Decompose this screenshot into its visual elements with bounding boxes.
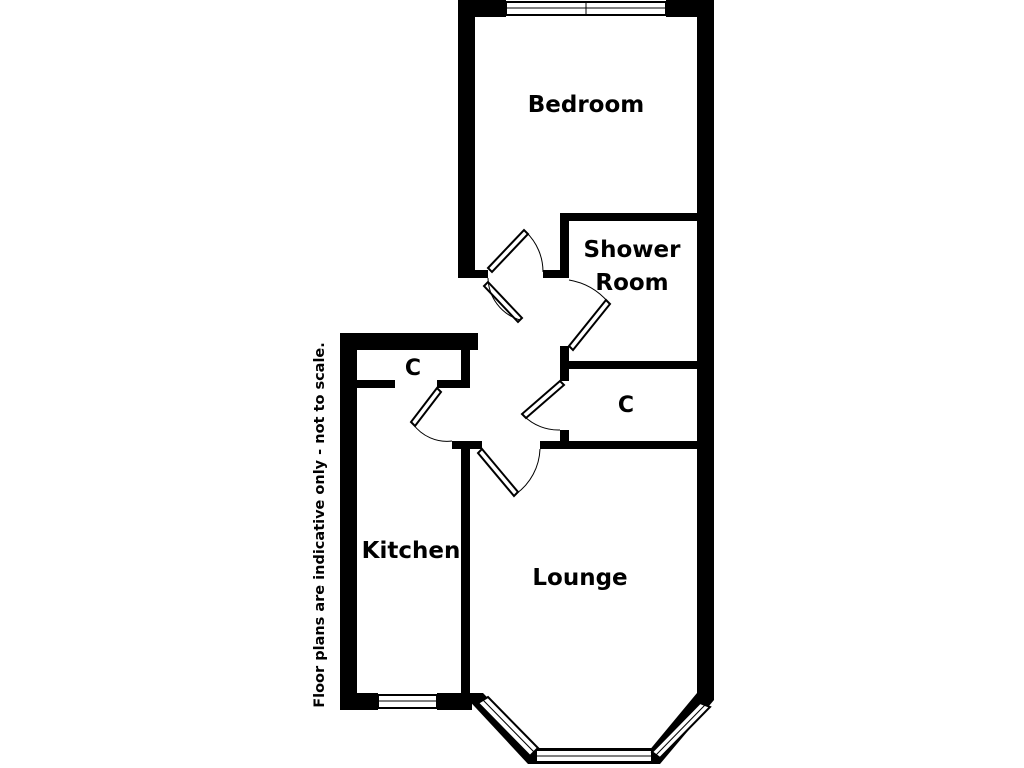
shower-left-wall-lower: [560, 346, 569, 366]
bedroom-top-wall-left: [458, 0, 506, 17]
cupboard-right-door: [520, 379, 566, 431]
kitchen-cupboard-bottom-wall-left: [357, 380, 395, 388]
room-labels: Bedroom Shower Room C C Kitchen Lounge: [362, 92, 681, 591]
bedroom-door: [482, 228, 544, 324]
lounge-bay-window-left: [476, 695, 540, 758]
kitchen-top-wall: [340, 333, 478, 350]
lounge-bay-window-right: [650, 701, 712, 760]
kitchen-cupboard-door: [409, 386, 453, 442]
kitchen-cupboard-label: C: [405, 356, 421, 381]
walls: [340, 0, 714, 764]
shower-bottom-wall: [560, 361, 700, 369]
kitchen-lounge-divider: [461, 441, 470, 693]
scale-disclaimer: Floor plans are indicative only - not to…: [312, 342, 328, 708]
bedroom-left-wall: [458, 0, 475, 278]
kitchen-bottom-wall-right: [437, 693, 472, 710]
shower-room-label-line2: Room: [595, 270, 668, 296]
lounge-label: Lounge: [532, 565, 627, 591]
lounge-top-wall-right: [540, 441, 700, 449]
bedroom-window: [505, 1, 667, 16]
kitchen-left-wall: [340, 333, 357, 710]
shower-top-wall: [560, 213, 700, 221]
shower-room-label-line1: Shower: [584, 237, 682, 263]
bedroom-label: Bedroom: [528, 92, 645, 118]
cupboard-right-left-wall: [560, 361, 569, 381]
windows: [377, 1, 712, 763]
kitchen-cupboard-right-wall: [461, 333, 470, 388]
doors: [409, 228, 612, 498]
cupboard-right-left-wall-lower: [560, 430, 569, 448]
bedroom-bottom-wall-left: [458, 270, 488, 278]
shower-room-door: [567, 279, 612, 352]
bedroom-bottom-wall-right: [543, 270, 563, 278]
kitchen-cupboard-bottom-wall-right: [437, 380, 470, 388]
kitchen-window: [377, 694, 438, 709]
kitchen-bottom-wall-left: [340, 693, 378, 710]
right-outer-wall: [697, 0, 714, 700]
cupboard-right-label: C: [618, 393, 634, 418]
kitchen-label: Kitchen: [362, 538, 461, 564]
lounge-door: [476, 447, 541, 498]
shower-left-wall-upper: [560, 213, 569, 278]
lounge-bay-window-front: [535, 749, 653, 763]
